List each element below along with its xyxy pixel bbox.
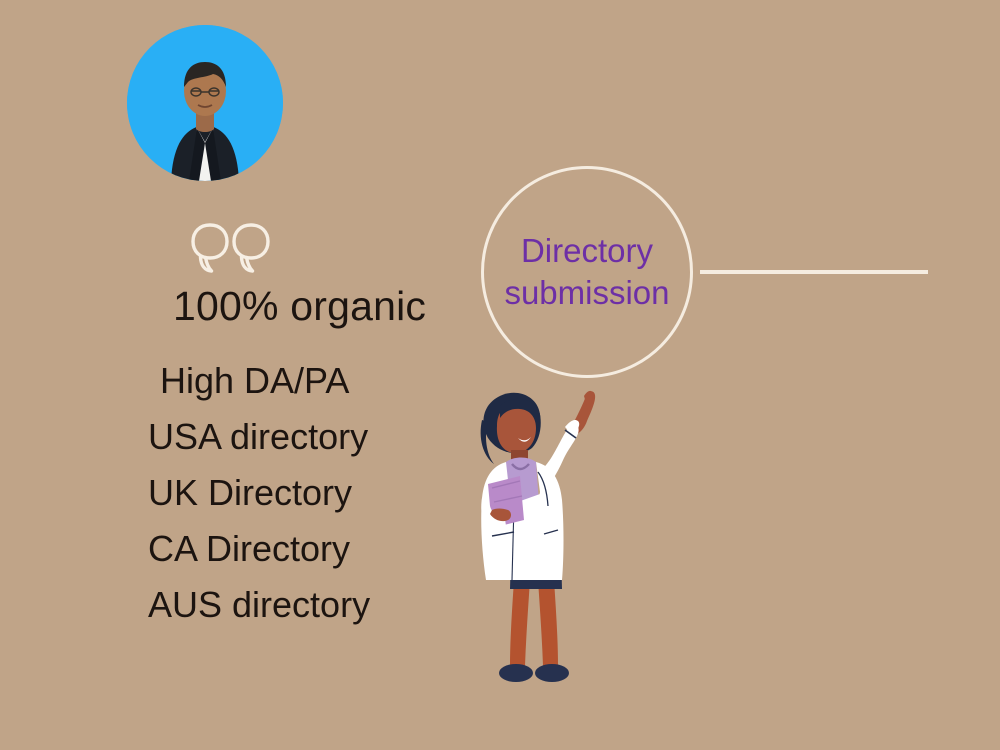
page-title: 100% organic [173,283,427,329]
circle-badge: Directory submission [481,166,693,378]
double-quote-icon [190,222,272,274]
list-item: UK Directory [148,472,353,513]
avatar-photo-icon [127,25,283,181]
list-item: AUS directory [148,584,371,625]
list-item: CA Directory [148,528,351,569]
feature-list: High DA/PA USA directory UK Directory CA… [148,353,370,633]
list-item: USA directory [148,416,369,457]
woman-pointing-up-illustration [452,384,637,694]
list-item: High DA/PA [160,360,350,401]
avatar [127,25,283,181]
connector-line [700,270,928,274]
circle-badge-label: Directory submission [504,232,670,311]
